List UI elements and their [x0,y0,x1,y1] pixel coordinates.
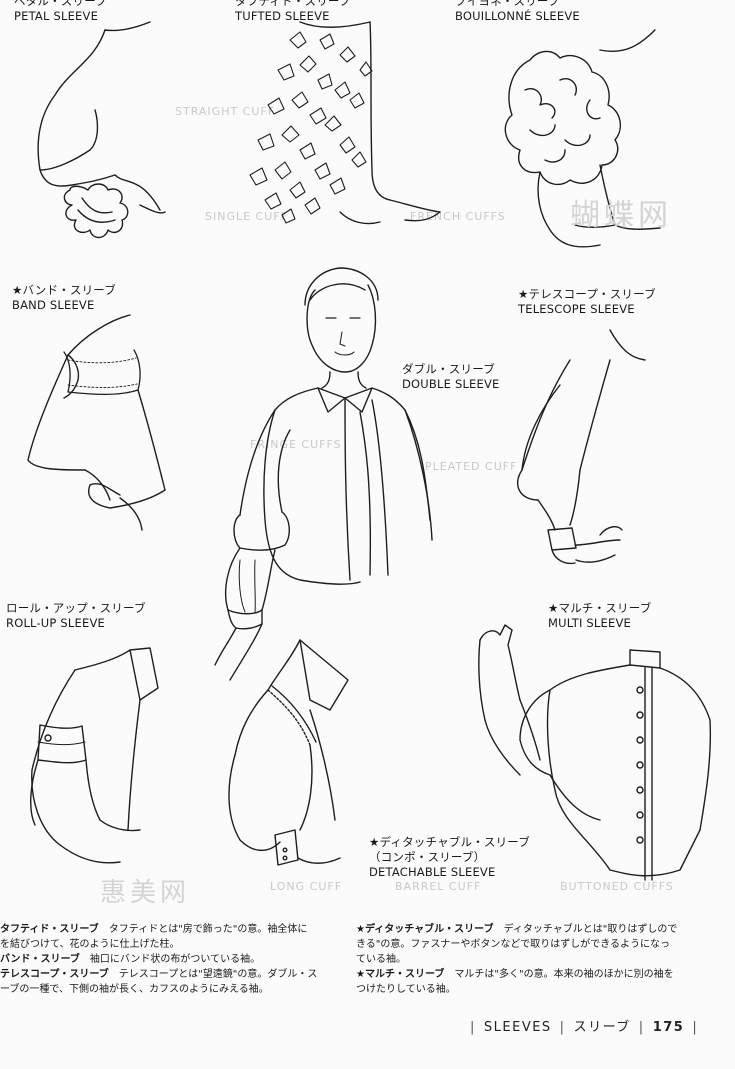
ghost-text-8: BUTTONED CUFFS [560,880,674,893]
watermark-bottom: 惠美网 [100,878,191,908]
label-multi-jp: ★マルチ・スリーブ [548,601,652,615]
ghost-text-3: FRENCH CUFFS [410,210,506,223]
label-band-sleeve: ★バンド・スリーブ BAND SLEEVE [12,283,116,313]
text-band: 袖口にバンド状の布がついている袖。 [79,954,261,965]
label-telescope-jp: ★テレスコープ・スリーブ [518,287,656,301]
label-band-en: BAND SLEEVE [12,298,95,312]
ghost-text-1: STRAIGHT CUFF [175,105,276,118]
text-tufted: タフティドとは"房で飾った"の意。袖全体に [98,924,308,935]
text-detachable-end: ている袖。 [356,954,406,965]
ghost-text-4: FRINGE CUFFS [250,438,342,451]
text-telescope-cont: ーブの一種で、下側の袖が長く、カフスのようにみえる袖。 [0,984,269,995]
label-bouillonne-jp: ブイヨネ・スリーブ [455,0,560,8]
label-tufted-jp: タフティド・スリーブ [235,0,351,8]
label-bouillonne-sleeve: ブイヨネ・スリーブ BOUILLONNÉ SLEEVE [455,0,580,24]
text-multi-cont: つけたりしている袖。 [356,984,456,995]
ghost-text-6: LONG CUFF [270,880,343,893]
description-right: ★ディタッチャブル・スリーブ ディタッチャブルとは"取りはずしので きる"の意。… [356,922,726,997]
label-tufted-en: TUFTED SLEEVE [235,9,330,23]
label-rollup-en: ROLL-UP SLEEVE [6,616,105,630]
label-band-jp: ★バンド・スリーブ [12,283,116,297]
telescope-sleeve-figure [517,329,646,565]
description-line: つけたりしている袖。 [356,982,726,997]
page-footer: | SLEEVES | スリーブ | 175 | [462,1016,706,1035]
term-detachable: ★ディタッチャブル・スリーブ [356,924,494,935]
label-double-jp: ダブル・スリーブ [402,362,495,376]
tufted-sleeve-figure [249,21,441,225]
label-detachable-en: DETACHABLE SLEEVE [369,865,496,879]
band-sleeve-figure [27,314,166,531]
text-telescope: テレスコープとは"望遠鏡"の意。ダブル・ス [108,969,318,980]
label-rollup-sleeve: ロール・アップ・スリーブ ROLL-UP SLEEVE [6,601,146,631]
label-detachable-jp2: （コンポ・スリーブ） [369,850,486,864]
description-line: ★マルチ・スリーブ マルチは"多く"の意。本来の袖のほかに別の袖を [356,967,726,982]
footer-section-jp: スリーブ [573,1020,631,1035]
label-multi-en: MULTI SLEEVE [548,616,632,630]
label-detachable-sleeve: ★ディタッチャブル・スリーブ （コンポ・スリーブ） DETACHABLE SLE… [369,835,530,880]
description-left: タフティド・スリーブ タフティドとは"房で飾った"の意。袖全体に を結びつけて、… [0,922,345,997]
description-line: タフティド・スリーブ タフティドとは"房で飾った"の意。袖全体に [0,922,345,937]
page-number: 175 [652,1020,685,1035]
label-double-sleeve: ダブル・スリーブ DOUBLE SLEEVE [402,362,500,392]
ghost-text-5: PLEATED CUFF [425,460,518,473]
footer-divider: | [559,1020,566,1035]
double-sleeve-figure [214,267,433,681]
label-double-en: DOUBLE SLEEVE [402,377,500,391]
label-detachable-jp: ★ディタッチャブル・スリーブ [369,835,530,849]
label-petal-sleeve: ペタル・スリーブ PETAL SLEEVE [14,0,107,24]
label-bouillonne-en: BOUILLONNÉ SLEEVE [455,9,580,23]
term-multi: ★マルチ・スリーブ [356,969,445,980]
label-rollup-jp: ロール・アップ・スリーブ [6,601,146,615]
detachable-sleeve-figure [228,639,349,866]
label-telescope-en: TELESCOPE SLEEVE [518,302,635,316]
description-line: きる"の意。ファスナーやボタンなどで取りはずしができるようになっ [356,937,726,952]
text-tufted-cont: を結びつけて、花のように仕上げた柱。 [0,939,180,950]
footer-divider: | [470,1020,476,1035]
bouillonne-sleeve-figure [504,29,661,248]
ghost-text-2: SINGLE CUFF [205,210,288,223]
label-multi-sleeve: ★マルチ・スリーブ MULTI SLEEVE [548,601,651,631]
description-line: を結びつけて、花のように仕上げた柱。 [0,937,345,952]
term-tufted: タフティド・スリーブ [0,924,99,935]
footer-divider: | [692,1020,699,1035]
multi-sleeve-figure [478,624,712,881]
watermark-top: 蝴蝶网 [570,198,672,233]
term-telescope: テレスコープ・スリーブ [0,969,109,980]
text-detachable-cont: きる"の意。ファスナーやボタンなどで取りはずしができるようになっ [356,939,670,950]
label-petal-jp: ペタル・スリーブ [14,0,107,8]
label-petal-en: PETAL SLEEVE [14,9,99,23]
rollup-sleeve-figure [30,647,159,864]
label-tufted-sleeve: タフティド・スリーブ TUFTED SLEEVE [235,0,351,24]
footer-section: SLEEVES [483,1020,552,1035]
description-line: ている袖。 [356,952,726,967]
label-telescope-sleeve: ★テレスコープ・スリーブ TELESCOPE SLEEVE [518,287,656,317]
text-multi: マルチは"多く"の意。本来の袖のほかに別の袖を [444,969,674,980]
footer-divider: | [638,1020,645,1035]
description-line: ーブの一種で、下側の袖が長く、カフスのようにみえる袖。 [0,982,345,997]
term-band: バンド・スリーブ [0,954,80,965]
description-line: バンド・スリーブ 袖口にバンド状の布がついている袖。 [0,952,345,967]
petal-sleeve-figure [37,21,166,239]
description-line: テレスコープ・スリーブ テレスコープとは"望遠鏡"の意。ダブル・ス [0,967,345,982]
description-line: ★ディタッチャブル・スリーブ ディタッチャブルとは"取りはずしので [356,922,726,937]
ghost-text-7: BARREL CUFF [395,880,482,893]
text-detachable: ディタッチャブルとは"取りはずしので [493,924,678,935]
